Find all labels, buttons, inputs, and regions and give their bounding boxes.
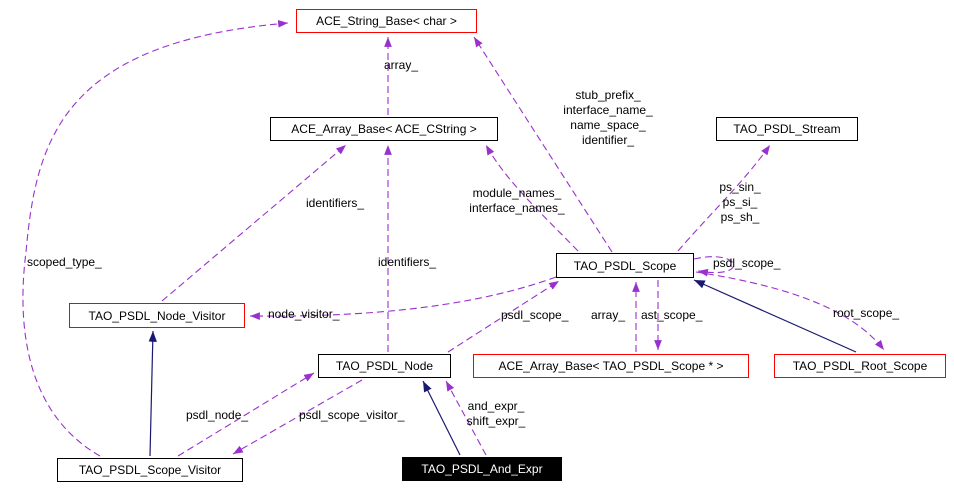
class-node-tao-psdl-scope[interactable]: TAO_PSDL_Scope bbox=[556, 253, 694, 278]
class-node-tao-psdl-stream[interactable]: TAO_PSDL_Stream bbox=[716, 117, 858, 141]
edge-inherit-andexpr-to-node bbox=[422, 380, 461, 456]
edge-andexpr-to-node-members bbox=[445, 380, 487, 456]
class-node-tao-psdl-node[interactable]: TAO_PSDL_Node bbox=[318, 354, 451, 378]
class-node-ace-string-base[interactable]: ACE_String_Base< char > bbox=[296, 9, 477, 33]
class-node-tao-psdl-root-scope[interactable]: TAO_PSDL_Root_Scope bbox=[774, 354, 946, 378]
edge-inherit-scopevisitor-to-nodevisitor bbox=[148, 330, 157, 457]
edge-scopevisitor-to-node-psdlnode bbox=[177, 372, 315, 457]
edge-nodevisitor-to-arraybase-identifiers bbox=[161, 144, 347, 302]
class-node-ace-array-base-cstring[interactable]: ACE_Array_Base< ACE_CString > bbox=[270, 117, 498, 141]
class-node-tao-psdl-and-expr: TAO_PSDL_And_Expr bbox=[402, 457, 562, 481]
edge-inherit-rootscope-to-scope bbox=[693, 279, 857, 353]
edge-scopevisitor-to-stringbase-scopedtype bbox=[22, 19, 289, 457]
class-node-tao-psdl-scope-visitor[interactable]: TAO_PSDL_Scope_Visitor bbox=[57, 458, 243, 482]
edge-scope-to-nodevisitor-visitor bbox=[249, 276, 557, 320]
edge-scope-self-psdlscope bbox=[693, 256, 735, 277]
edge-scope-to-arraybase-names bbox=[485, 144, 579, 252]
edge-node-to-scope-psdlscope bbox=[447, 280, 560, 353]
edge-node-to-scopevisitor-visitor bbox=[232, 379, 363, 455]
edge-scope-to-stream-ps bbox=[677, 144, 771, 252]
class-node-tao-psdl-node-visitor[interactable]: TAO_PSDL_Node_Visitor bbox=[69, 303, 245, 328]
class-node-ace-array-base-scope-ptr[interactable]: ACE_Array_Base< TAO_PSDL_Scope * > bbox=[473, 354, 749, 378]
edge-scope-to-stringbase-members bbox=[473, 36, 613, 253]
edge-scope-to-rootscope-rootscope bbox=[695, 271, 885, 351]
